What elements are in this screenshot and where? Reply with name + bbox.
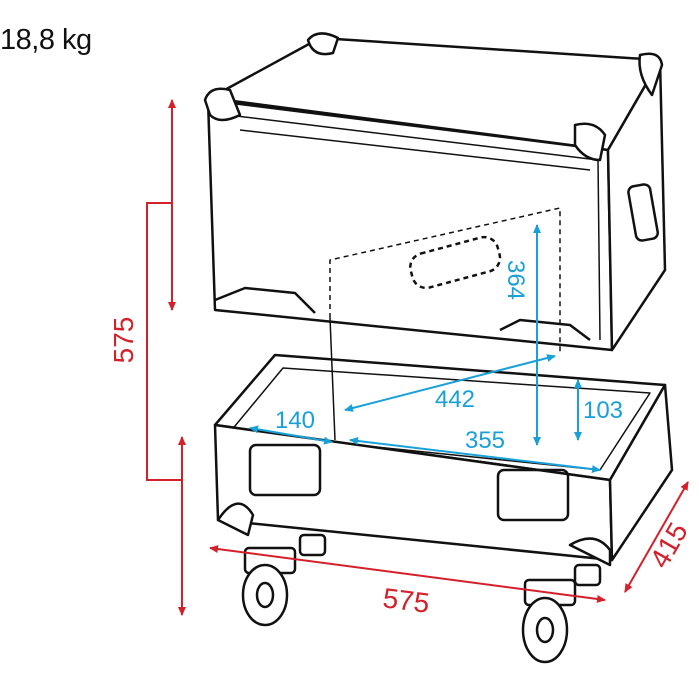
- diagonal-value: 442: [435, 386, 475, 413]
- width-arrow: [209, 545, 606, 603]
- height-bracket: [146, 202, 182, 481]
- weight-label: 18,8 kg: [0, 24, 92, 56]
- depth-value: 415: [644, 517, 694, 573]
- case-lid: [203, 32, 667, 352]
- compartment-arrow: [249, 425, 333, 445]
- compartment-value: 140: [275, 407, 315, 434]
- case-base: [213, 317, 674, 664]
- diagonal-arrow: [344, 354, 556, 412]
- height-value: 575: [108, 317, 139, 364]
- outer-dimension-lines: [146, 99, 689, 616]
- inner-dimension-lines: [249, 224, 601, 474]
- width-value: 575: [381, 582, 431, 618]
- lid-height-inner-value: 364: [502, 260, 529, 300]
- depth-arrow: [624, 481, 689, 593]
- inner-width-arrow: [349, 436, 601, 474]
- base-height-inner-value: 103: [583, 397, 623, 424]
- inner-width-value: 355: [465, 427, 505, 454]
